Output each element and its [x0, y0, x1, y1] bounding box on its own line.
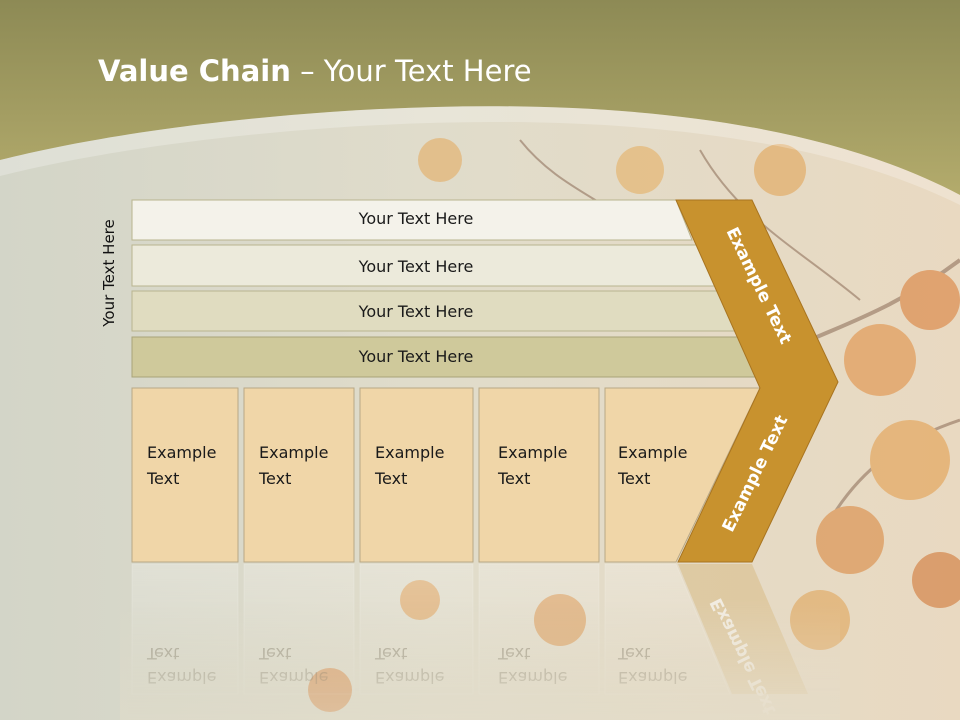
bar-3-label: Your Text Here [358, 302, 474, 321]
activity-box-5-line1: Example [618, 443, 687, 462]
support-activity-bars: Your Text Here Your Text Here Your Text … [131, 199, 764, 378]
reflection-fade [120, 600, 840, 720]
activity-box-3-line2: Text [374, 469, 407, 488]
activity-box-4-line2: Text [497, 469, 530, 488]
activity-box-5-line2: Text [617, 469, 650, 488]
primary-activity-boxes: Example Text Example Text Example Text E… [131, 387, 761, 563]
activity-box-1-line2: Text [146, 469, 179, 488]
slide-title: Value Chain – Your Text Here [98, 54, 532, 88]
bar-4-label: Your Text Here [358, 347, 474, 366]
activity-box-4[interactable] [478, 387, 600, 563]
header-band-highlight [0, 106, 960, 205]
slide-title-bold: Value Chain [98, 54, 291, 88]
diagram-reflection: Example Text Example Text Example Text E… [120, 563, 840, 720]
bar-1-label: Your Text Here [358, 209, 474, 228]
activity-box-3[interactable] [359, 387, 474, 563]
activity-box-4-line1: Example [498, 443, 567, 462]
activity-box-2[interactable] [243, 387, 355, 563]
activity-box-1[interactable] [131, 387, 239, 563]
side-axis-label: Your Text Here [100, 219, 118, 327]
slide-title-rest: – Your Text Here [290, 54, 532, 88]
bar-1[interactable] [131, 199, 693, 241]
activity-box-2-line1: Example [259, 443, 328, 462]
bar-2-label: Your Text Here [358, 257, 474, 276]
header-band [0, 0, 960, 195]
activity-box-3-line1: Example [375, 443, 444, 462]
activity-box-2-line2: Text [258, 469, 291, 488]
activity-box-1-line1: Example [147, 443, 216, 462]
margin-chevron-shape[interactable] [675, 199, 839, 563]
activity-box-5[interactable] [604, 387, 761, 563]
